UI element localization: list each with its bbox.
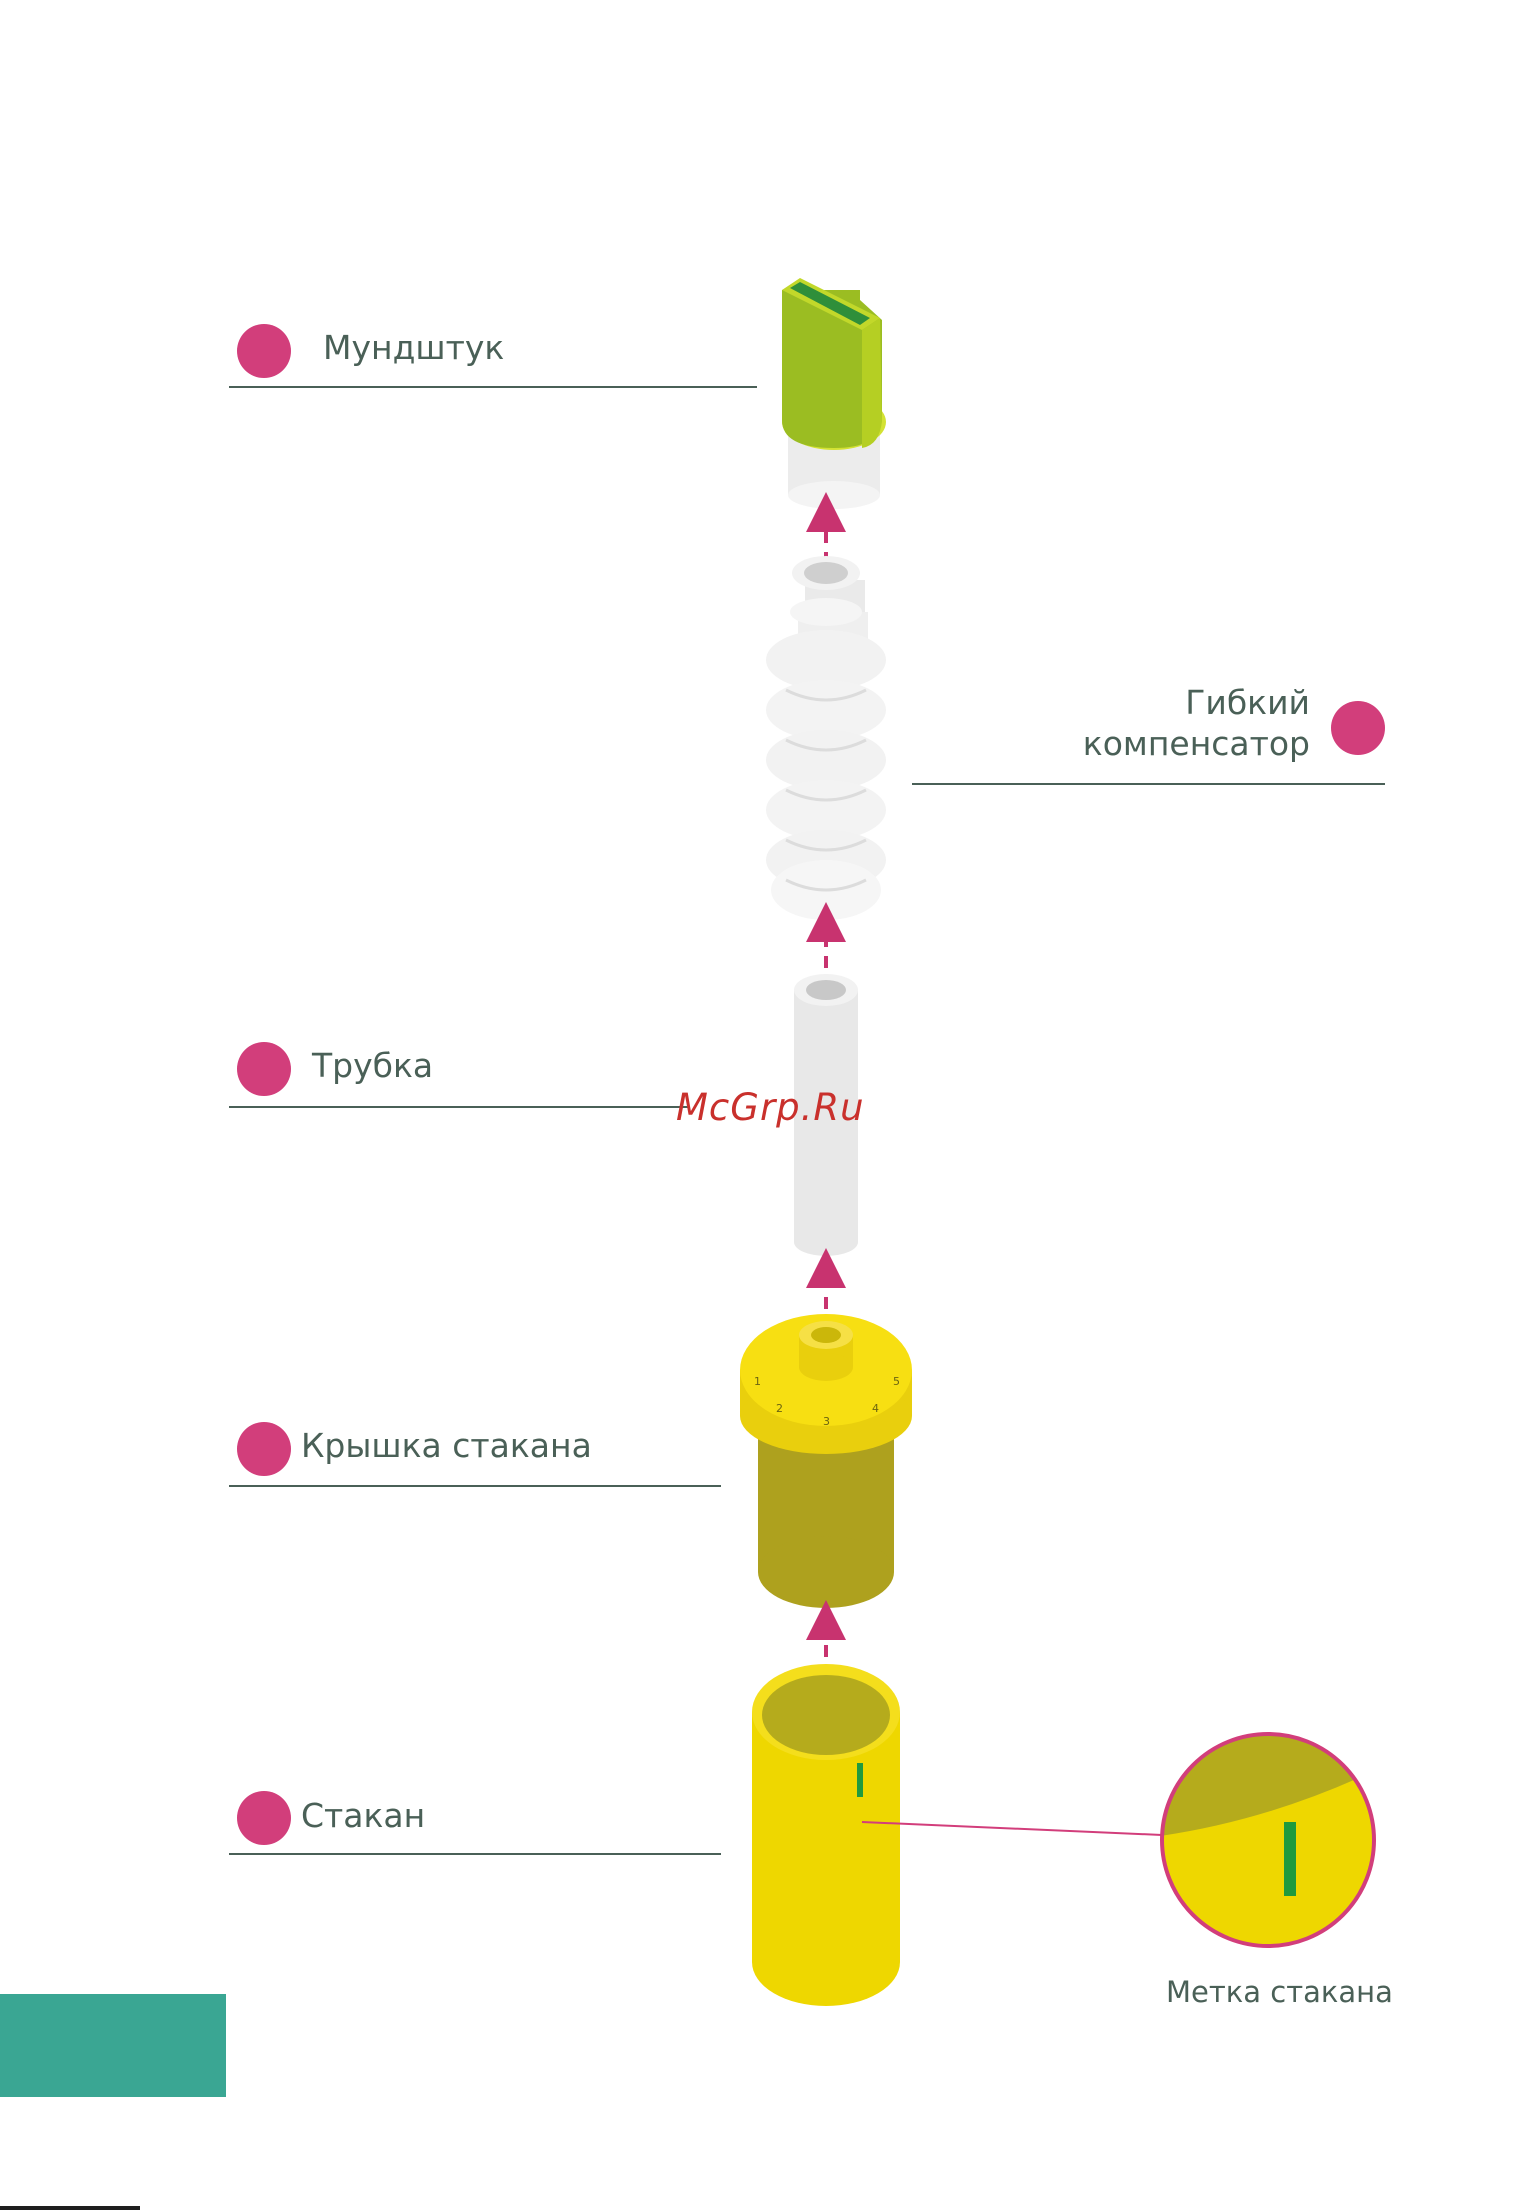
page-bottom-rule [0,2206,140,2210]
mouthpiece-part [782,278,886,509]
cup-lid-part: 1 2 3 4 5 [740,1314,912,1608]
rule-tube [229,1106,689,1108]
label-cup: Стакан [301,1796,425,1836]
page-accent-block [0,1994,226,2097]
lid-scale-4: 4 [872,1402,879,1415]
label-cup-lid: Крышка стакана [301,1426,592,1466]
lid-scale-1: 1 [754,1375,761,1388]
rule-cup-lid [229,1485,721,1487]
rule-mouthpiece [229,386,757,388]
watermark: McGrp.Ru [676,1086,865,1129]
cup-mark-callout-line [862,1822,1162,1835]
cup-part [752,1664,900,2006]
rule-cup [229,1853,721,1855]
label-mouthpiece: Мундштук [323,328,504,368]
cup-mark [857,1763,863,1797]
marker-tube [237,1042,291,1096]
lid-scale-5: 5 [893,1375,900,1388]
flexible-compensator-part [766,556,886,920]
cup-mark-magnifier [1160,1734,1376,1950]
label-flexible-line2: компенсатор [1083,724,1310,764]
marker-flexible-compensator [1331,701,1385,755]
label-tube: Трубка [312,1046,433,1086]
rule-flexible-compensator [912,783,1385,785]
marker-cup-lid [237,1422,291,1476]
marker-cup [237,1791,291,1845]
lid-scale-3: 3 [823,1415,830,1428]
label-cup-mark: Метка стакана [1166,1972,1393,2012]
marker-mouthpiece [237,324,291,378]
lid-scale-2: 2 [776,1402,783,1415]
label-flexible-line1: Гибкий [1185,683,1310,723]
